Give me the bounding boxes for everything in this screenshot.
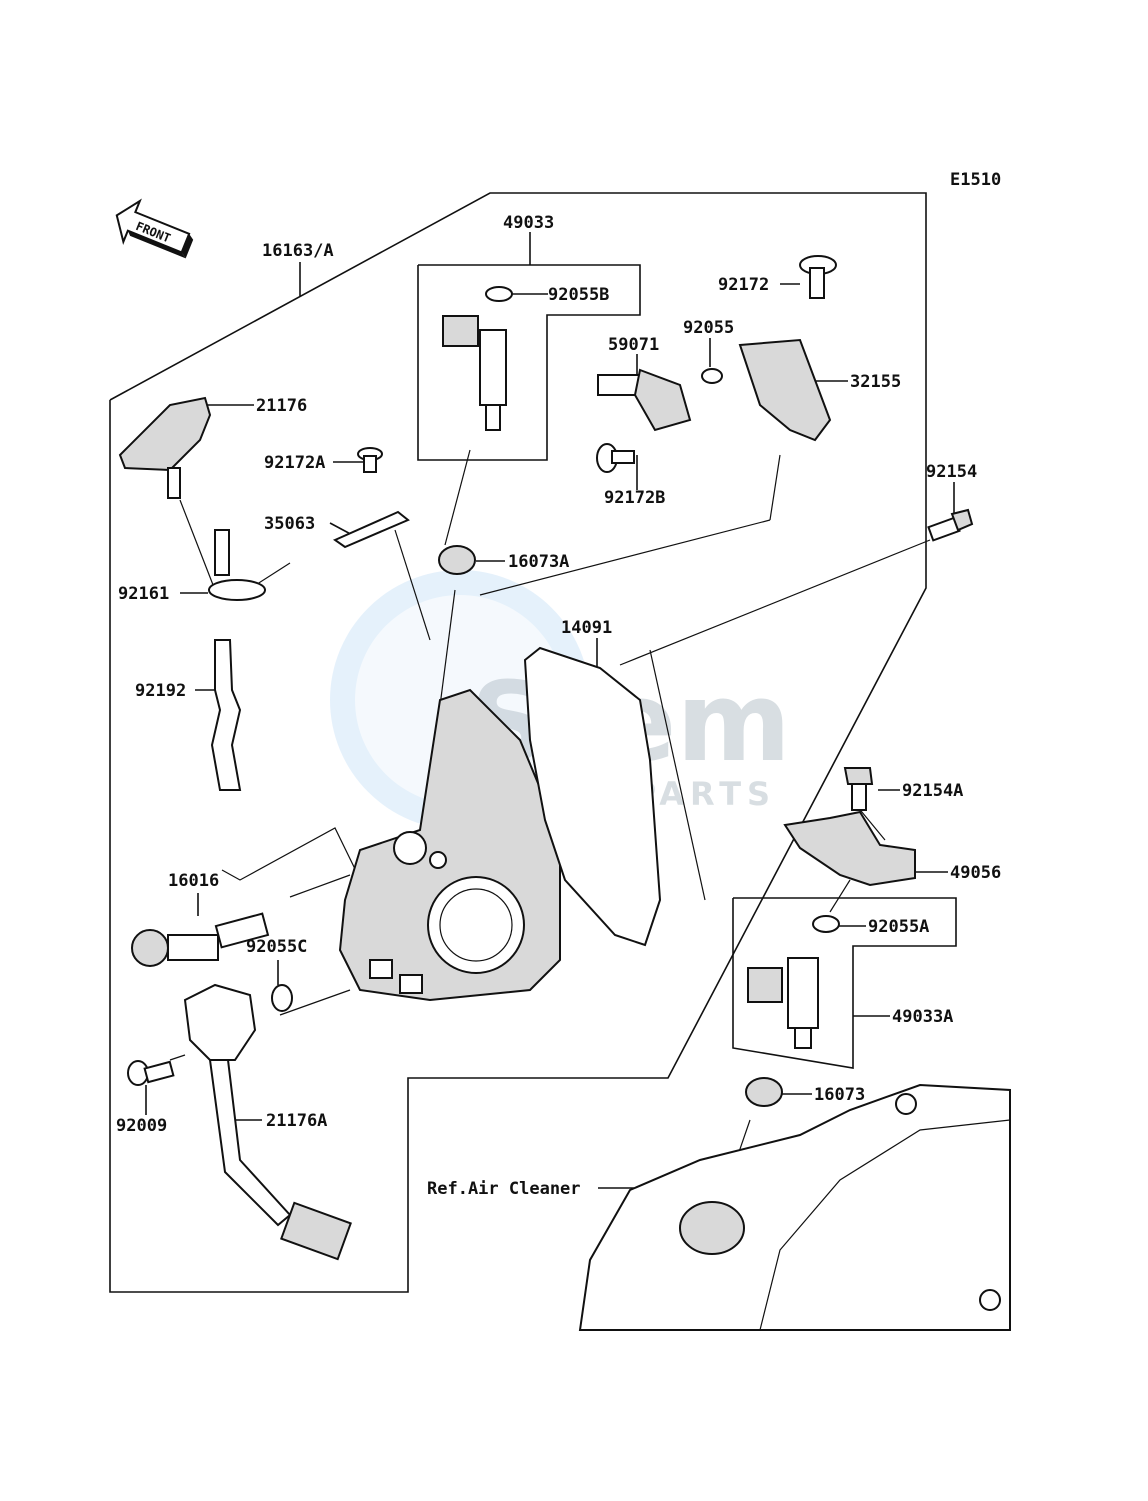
label-14091: 14091 bbox=[561, 618, 612, 638]
label-16163: 16163/A bbox=[262, 241, 334, 261]
bolt-92154-icon bbox=[927, 508, 974, 542]
label-ref-air-cleaner: Ref.Air Cleaner bbox=[427, 1179, 581, 1199]
bolt-92009-icon bbox=[127, 1060, 175, 1086]
injector-box-bottom bbox=[732, 897, 957, 1069]
screw-92172B-icon bbox=[596, 443, 635, 473]
sensor-16016-icon bbox=[131, 912, 270, 967]
label-49056: 49056 bbox=[950, 863, 1001, 883]
sensor-21176A-icon bbox=[183, 983, 352, 1261]
label-92172: 92172 bbox=[718, 275, 769, 295]
oring-92055A-icon bbox=[812, 915, 840, 933]
grommet-16073-icon bbox=[745, 1077, 783, 1107]
label-35063: 35063 bbox=[264, 514, 315, 534]
label-21176A: 21176A bbox=[266, 1111, 327, 1131]
sensor-59071-icon bbox=[597, 368, 692, 432]
label-92192: 92192 bbox=[135, 681, 186, 701]
label-92055C: 92055C bbox=[246, 937, 307, 957]
holder-49056-icon bbox=[783, 810, 916, 887]
label-92009: 92009 bbox=[116, 1116, 167, 1136]
hose-92192-icon bbox=[210, 639, 242, 791]
oring-92055-icon bbox=[701, 368, 723, 384]
injector-49033-icon bbox=[442, 286, 513, 431]
oring-92055C-icon bbox=[271, 984, 293, 1012]
connector-92161-icon bbox=[208, 529, 266, 601]
label-92055: 92055 bbox=[683, 318, 734, 338]
label-92154: 92154 bbox=[926, 462, 977, 482]
assembly-boundary bbox=[109, 192, 927, 1293]
label-16016: 16016 bbox=[168, 871, 219, 891]
diagram-code: E1510 bbox=[950, 170, 1001, 190]
injector-box-top bbox=[417, 264, 641, 461]
bracket-35063-icon bbox=[332, 510, 410, 549]
bolt-92154A-icon bbox=[843, 767, 874, 811]
part-labels: 16163/A 49033 92055B 92172 59071 92055 3… bbox=[116, 213, 1001, 1199]
label-32155: 32155 bbox=[850, 372, 901, 392]
label-21176: 21176 bbox=[256, 396, 307, 416]
screw-92172-icon bbox=[799, 255, 837, 299]
label-16073A: 16073A bbox=[508, 552, 569, 572]
label-92154A: 92154A bbox=[902, 781, 963, 801]
label-92172A: 92172A bbox=[264, 453, 325, 473]
label-92172B: 92172B bbox=[604, 488, 665, 508]
label-16073: 16073 bbox=[814, 1085, 865, 1105]
label-92055A: 92055A bbox=[868, 917, 929, 937]
label-49033: 49033 bbox=[503, 213, 554, 233]
label-59071: 59071 bbox=[608, 335, 659, 355]
sensor-21176-icon bbox=[118, 396, 212, 499]
label-49033A: 49033A bbox=[892, 1007, 953, 1027]
holder-32155-icon bbox=[738, 338, 832, 442]
front-arrow-icon: FRONT bbox=[115, 198, 194, 259]
label-92055B: 92055B bbox=[548, 285, 609, 305]
leader-lines bbox=[145, 232, 955, 1189]
cover-14091-icon bbox=[523, 646, 662, 947]
screw-92172A-icon bbox=[357, 447, 383, 473]
injector-49033A-icon bbox=[747, 957, 819, 1049]
label-92161: 92161 bbox=[118, 584, 169, 604]
grommet-16073A-icon bbox=[438, 545, 476, 575]
throttle-body-icon bbox=[338, 688, 561, 1002]
air-cleaner-icon bbox=[578, 1083, 1011, 1331]
